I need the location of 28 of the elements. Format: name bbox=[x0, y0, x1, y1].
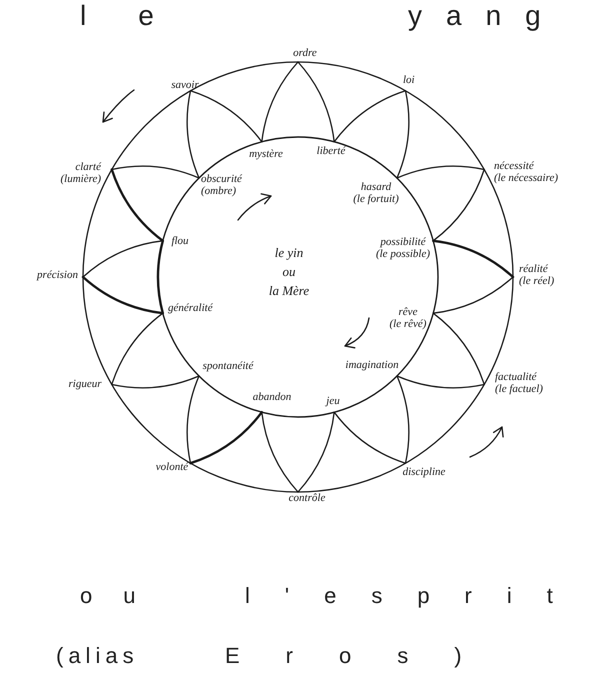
center-label: le yin ou la Mère bbox=[268, 244, 310, 300]
term-label: ordre bbox=[293, 47, 317, 59]
term-label: réalité (le réel) bbox=[519, 263, 554, 287]
term-label: mystère bbox=[249, 148, 283, 160]
term-label: nécessité (le nécessaire) bbox=[494, 160, 558, 184]
term-label: précision bbox=[37, 269, 78, 281]
subheading-text: (alias Eros) bbox=[56, 643, 462, 668]
term-label: contrôle bbox=[288, 492, 326, 504]
term-label: jeu bbox=[326, 395, 340, 407]
term-label: discipline bbox=[402, 466, 446, 478]
term-label: hasard (le fortuit) bbox=[353, 181, 399, 205]
subheading-text: ou l'esprit bbox=[80, 583, 553, 608]
term-label: flou bbox=[171, 235, 189, 247]
term-label: rigueur bbox=[68, 378, 102, 390]
term-label: rêve (le rêvé) bbox=[390, 306, 426, 330]
term-label: savoir bbox=[171, 79, 199, 91]
term-label: factualité (le factuel) bbox=[495, 371, 543, 395]
term-label: spontanéité bbox=[202, 360, 254, 372]
term-label: imagination bbox=[345, 359, 399, 371]
term-label: liberté bbox=[316, 145, 346, 157]
term-label: généralité bbox=[168, 302, 213, 314]
term-label: obscurité (ombre) bbox=[201, 173, 242, 197]
term-label: possibilité (le possible) bbox=[376, 236, 430, 260]
term-label: loi bbox=[403, 74, 415, 86]
term-label: abandon bbox=[252, 391, 292, 403]
heading-text: le yang bbox=[80, 0, 541, 32]
term-label: clarté (lumière) bbox=[60, 161, 101, 185]
term-label: volonté bbox=[156, 461, 188, 473]
